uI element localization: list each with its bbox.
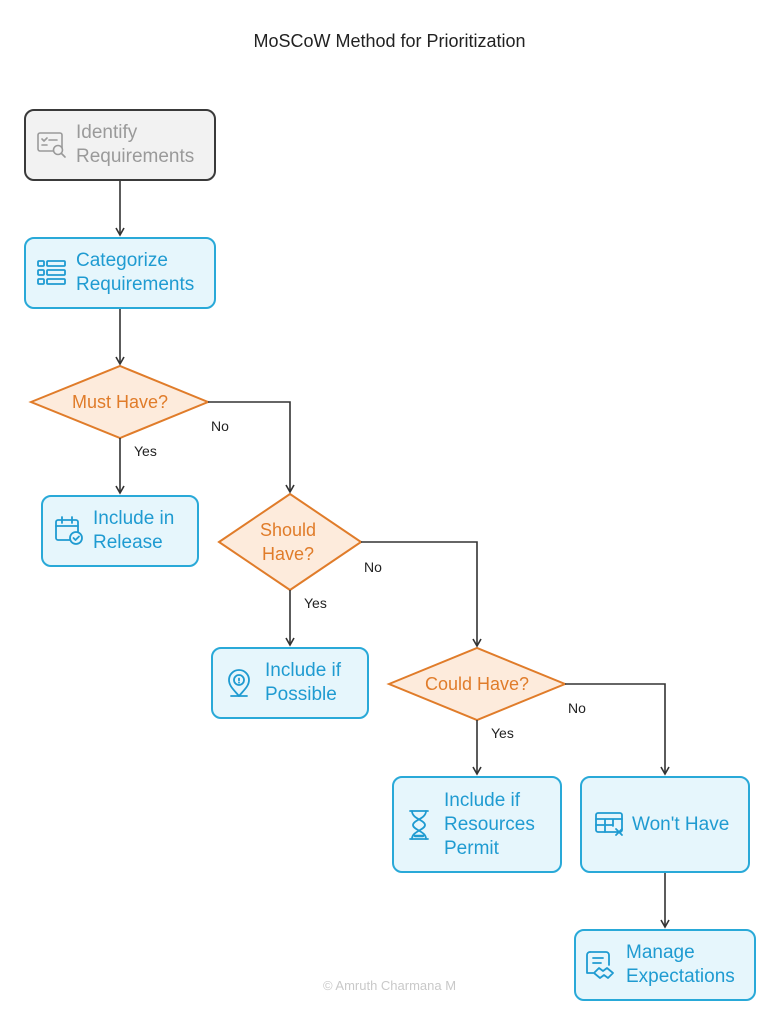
edge-label-must-no: No <box>211 418 229 434</box>
hourglass-icon <box>408 809 430 841</box>
node-categorize-label: Categorize Requirements <box>76 250 195 295</box>
decision-should-have: Should Have? <box>259 520 317 564</box>
node-include-release-label: Include in Release <box>93 508 175 553</box>
node-identify-label: Identify Requirements <box>76 122 195 167</box>
table-x-icon <box>594 810 626 840</box>
diagram-title: MoSCoW Method for Prioritization <box>253 31 526 51</box>
list-icon <box>36 258 68 288</box>
footer-credit: © Amruth Charmana M <box>322 978 457 993</box>
node-include-resources-label: Include if Resources Permit <box>444 789 535 859</box>
node-include-if-resources-permit: Include if Resources Permit <box>392 776 562 873</box>
node-identify-requirements: Identify Requirements <box>24 109 216 181</box>
edge-label-must-yes: Yes <box>134 443 157 459</box>
edge-label-could-yes: Yes <box>491 725 514 741</box>
edge-label-should-yes: Yes <box>304 595 327 611</box>
node-include-in-release: Include in Release <box>41 495 199 567</box>
node-include-possible-label: Include if Possible <box>265 660 342 705</box>
node-include-if-possible: Include if Possible <box>211 647 369 719</box>
decision-must-have: Must Have? <box>71 392 169 412</box>
checklist-search-icon <box>36 130 68 160</box>
edge-label-should-no: No <box>364 559 382 575</box>
edge-should-no <box>361 541 482 648</box>
edge-must-no <box>208 401 295 494</box>
node-manage-expectations: Manage Expectations <box>574 929 756 1001</box>
decision-could-have: Could Have? <box>424 674 530 694</box>
location-pin-icon <box>225 667 253 699</box>
node-wont-have-label: Won't Have <box>632 813 730 835</box>
node-categorize-requirements: Categorize Requirements <box>24 237 216 309</box>
edge-could-no <box>565 683 670 776</box>
calendar-check-icon <box>53 515 85 547</box>
node-wont-have: Won't Have <box>580 776 750 873</box>
node-manage-label: Manage Expectations <box>626 942 735 987</box>
document-handshake-icon <box>586 948 618 982</box>
edge-label-could-no: No <box>568 700 586 716</box>
